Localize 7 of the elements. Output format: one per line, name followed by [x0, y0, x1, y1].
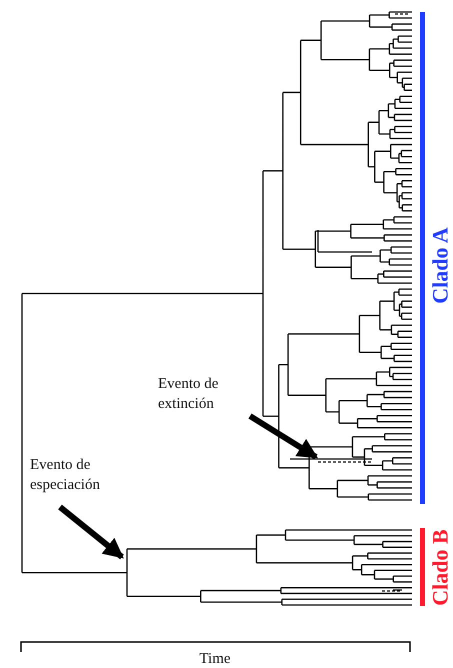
arrow: [58, 504, 124, 560]
clade-label: Clado B: [427, 529, 453, 606]
annotation-text: Evento de extinción: [158, 374, 258, 416]
axis-label: Time: [198, 650, 232, 668]
annotation-text: Evento de especiación: [30, 455, 140, 507]
clade-label: Clado A: [427, 226, 453, 304]
arrow: [248, 413, 318, 460]
